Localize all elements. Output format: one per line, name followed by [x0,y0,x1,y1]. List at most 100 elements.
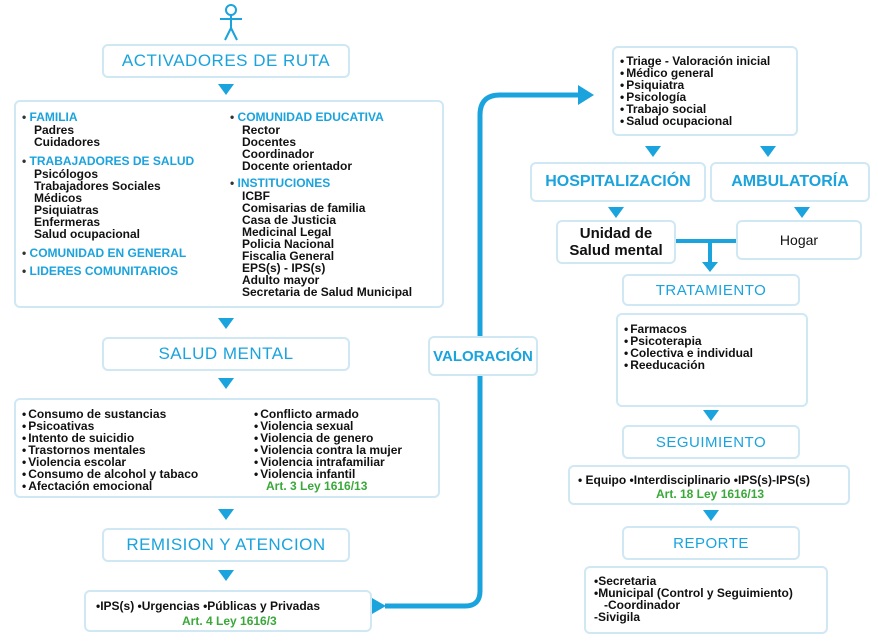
activadores-title: ACTIVADORES DE RUTA [121,51,331,70]
salud-law: Art. 3 Ley 1616/13 [266,479,368,493]
arrow-down-rep [703,510,719,521]
valoracion-label: VALORACIÓN [433,347,533,365]
salud-mental-title: SALUD MENTAL [158,344,294,363]
arrow-down-hogar [794,207,810,218]
tratamiento-list: Farmacos Psicoterapia Colectiva e indivi… [624,323,753,371]
tratamiento-item: Psicoterapia [624,335,753,347]
remision-items: •IPS(s) •Urgencias •Públicas y Privadas [96,599,321,613]
instituciones-item: Secretaria de Salud Municipal [242,285,413,299]
ambulatoria-box: AMBULATORÍA [710,162,870,202]
educativa-item: Rector [242,123,281,137]
salud-right-item: Violencia de genero [254,432,402,444]
ambulatoria-label: AMBULATORÍA [731,173,849,190]
salud-left-item: Trastornos mentales [22,444,198,456]
arrow-down-3 [218,378,234,389]
trabajadores-item: Enfermeras [34,215,101,229]
salud-right-item: Violencia sexual [254,420,402,432]
salud-left-item: Afectación emocional [22,480,198,492]
lideres-heading: LIDERES COMUNITARIOS [22,264,194,278]
salud-right-item: Violencia intrafamiliar [254,456,402,468]
comunidad-general-heading: COMUNIDAD EN GENERAL [22,246,194,260]
valoracion-box: VALORACIÓN [428,336,538,376]
remision-title: REMISION Y ATENCION [126,535,326,554]
reporte-item: -Coordinador [604,598,680,612]
educativa-item: Coordinador [242,147,314,161]
trabajadores-item: Psicólogos [34,167,99,181]
familia-item: Cuidadores [34,135,101,149]
trabajadores-item: Salud ocupacional [34,227,141,241]
salud-right-item: Violencia infantil [254,468,402,480]
hospitalizacion-label: HOSPITALIZACIÓN [545,173,691,190]
reporte-list: •Secretaria •Municipal (Control y Seguim… [594,575,793,623]
familia-item: Padres [34,123,75,137]
seguimiento-title: SEGUIMIENTO [655,433,767,451]
familia-list: Padres Cuidadores [22,124,194,148]
educativa-item: Docente orientador [242,159,353,173]
reporte-item: -Sivigila [594,610,641,624]
hogar-box: Hogar [736,220,862,260]
tratamiento-item: Colectiva e individual [624,347,753,359]
tratamiento-detail-box: Farmacos Psicoterapia Colectiva e indivi… [616,313,808,407]
tratamiento-item: Reeducación [624,359,753,371]
arrow-to-triage [578,85,594,105]
arrow-to-tratamiento [702,262,718,272]
arrow-down-amb [760,146,776,157]
hogar-label: Hogar [779,232,819,248]
reporte-item: •Municipal (Control y Seguimiento) [594,586,793,600]
instituciones-item: Medicinal Legal [242,225,332,239]
reporte-item: •Secretaria [594,574,657,588]
salud-right-list: Conflicto armado Violencia sexual Violen… [254,408,402,492]
salud-left-list: Consumo de sustancias Psicoativas Intent… [22,408,198,492]
arrow-down-hosp [645,146,661,157]
instituciones-item: Fiscalia General [242,249,335,263]
arrow-down-4 [218,509,234,520]
triage-item: Psicología [620,91,770,103]
activadores-title-box: ACTIVADORES DE RUTA [102,44,350,78]
instituciones-item: Adulto mayor [242,273,320,287]
salud-left-item: Consumo de alcohol y tabaco [22,468,198,480]
triage-list: Triage - Valoración inicial Médico gener… [620,55,770,127]
salud-left-item: Intento de suicidio [22,432,198,444]
seguimiento-detail-box: • Equipo •Interdisciplinario •IPS(s)-IPS… [568,465,850,505]
familia-heading: FAMILIA [22,110,194,124]
instituciones-heading: INSTITUCIONES [230,176,412,190]
remision-title-box: REMISION Y ATENCION [102,528,350,562]
triage-item: Salud ocupacional [620,115,770,127]
salud-left-item: Psicoativas [22,420,198,432]
trabajadores-item: Trabajadores Sociales [34,179,161,193]
arrow-down-unidad [608,207,624,218]
trabajadores-list: Psicólogos Trabajadores Sociales Médicos… [22,168,194,240]
seguimiento-law: Art. 18 Ley 1616/13 [656,487,765,501]
educativa-list: Rector Docentes Coordinador Docente orie… [230,124,412,172]
triage-item: Trabajo social [620,103,770,115]
tratamiento-item: Farmacos [624,323,753,335]
tratamiento-title: TRATAMIENTO [655,281,767,299]
unidad-line2: Salud mental [569,242,663,259]
arrow-down-1 [218,84,234,95]
remision-detail-box: •IPS(s) •Urgencias •Públicas y Privadas … [84,590,372,632]
comunidad-educativa-heading: COMUNIDAD EDUCATIVA [230,110,412,124]
educativa-item: Docentes [242,135,297,149]
instituciones-item: Casa de Justicia [242,213,337,227]
reporte-title: REPORTE [673,534,749,552]
trabajadores-item: Médicos [34,191,83,205]
remision-law: Art. 4 Ley 1616/3 [182,614,277,628]
trabajadores-item: Psiquiatras [34,203,99,217]
unidad-line1: Unidad de [579,225,653,242]
reporte-title-box: REPORTE [622,526,800,560]
triage-item: Psiquiatra [620,79,770,91]
instituciones-item: Comisarias de familia [242,201,366,215]
salud-mental-title-box: SALUD MENTAL [102,337,350,371]
arrow-to-valoracion-line [372,598,386,614]
salud-mental-detail-box: Consumo de sustancias Psicoativas Intent… [14,398,440,498]
salud-right-item: Violencia contra la mujer [254,444,402,456]
unidad-box: Unidad de Salud mental [556,220,676,264]
arrow-down-seg [703,410,719,421]
instituciones-item: Policia Nacional [242,237,335,251]
instituciones-item: EPS(s) - IPS(s) [242,261,326,275]
triage-item: Triage - Valoración inicial [620,55,770,67]
triage-item: Médico general [620,67,770,79]
triage-box: Triage - Valoración inicial Médico gener… [612,46,798,136]
instituciones-item: ICBF [242,189,270,203]
reporte-detail-box: •Secretaria •Municipal (Control y Seguim… [584,566,828,634]
